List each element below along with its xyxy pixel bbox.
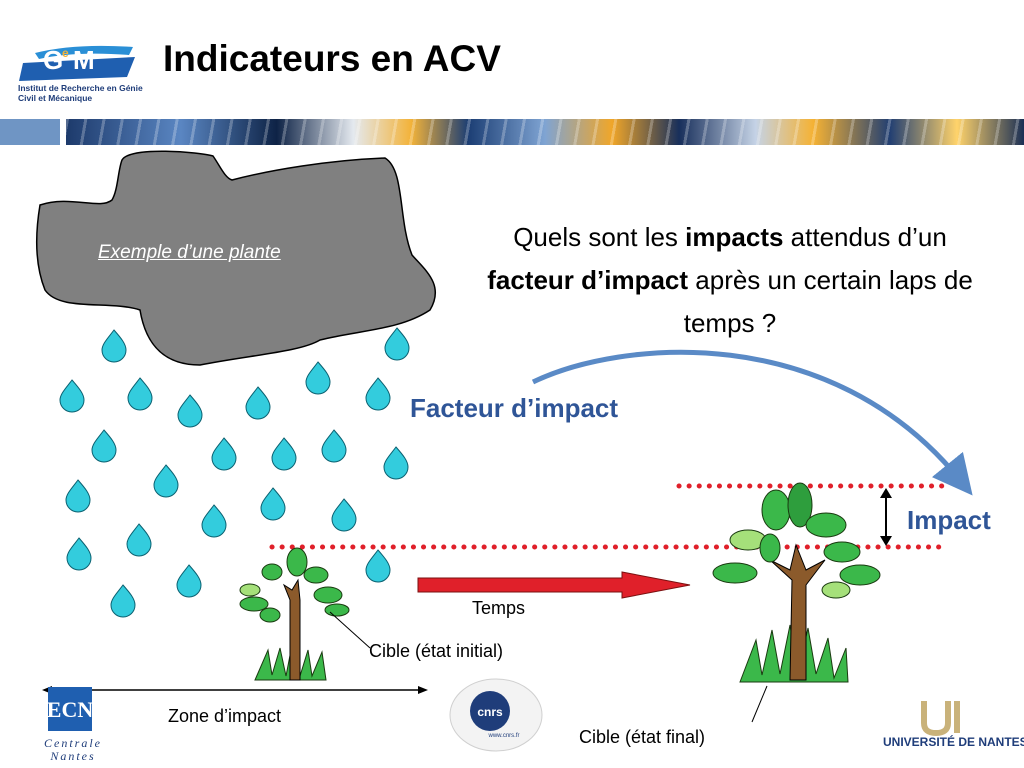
nantes-university-logo bbox=[884, 695, 1009, 750]
ecn-logo-caption: Centrale Nantes bbox=[44, 736, 102, 763]
gem-logo-caption: Institut de Recherche en Génie Civil et … bbox=[18, 83, 143, 103]
header-banner-left bbox=[0, 119, 60, 145]
time-label: Temps bbox=[472, 598, 526, 618]
target-initial-label: Cible (état initial) bbox=[369, 641, 504, 661]
time-arrow bbox=[417, 571, 691, 599]
svg-text:cnrs: cnrs bbox=[477, 705, 503, 719]
header-banner-stripe bbox=[66, 119, 1024, 145]
zone-label: Zone d’impact bbox=[168, 706, 282, 726]
svg-text:www.cnrs.fr: www.cnrs.fr bbox=[487, 733, 519, 739]
target-final-label: Cible (état final) bbox=[579, 727, 706, 747]
svg-text:M: M bbox=[73, 45, 95, 75]
tree-initial bbox=[239, 547, 350, 681]
tree-final bbox=[712, 482, 881, 683]
gem-logo: G e M bbox=[19, 45, 135, 81]
question-text: Quels sont les impacts attendus d’un fac… bbox=[487, 222, 973, 338]
plant-example-link[interactable]: Exemple d’une plante bbox=[98, 242, 281, 263]
factor-label: Facteur d’impact bbox=[410, 393, 619, 423]
svg-text:ECN: ECN bbox=[47, 697, 94, 722]
factor-curve-arrow bbox=[531, 349, 973, 496]
ecn-logo: ECN bbox=[47, 687, 94, 731]
cloud-shape bbox=[35, 150, 437, 366]
slide-title: Indicateurs en ACV bbox=[163, 38, 501, 79]
impact-label: Impact bbox=[907, 505, 991, 535]
cnrs-logo: cnrs www.cnrs.fr bbox=[449, 678, 543, 752]
svg-text:G: G bbox=[43, 45, 63, 75]
rain-drops bbox=[59, 327, 410, 618]
svg-text:e: e bbox=[62, 46, 69, 60]
nantes-university-caption: UNIVERSITÉ DE NANTES bbox=[883, 735, 1024, 749]
